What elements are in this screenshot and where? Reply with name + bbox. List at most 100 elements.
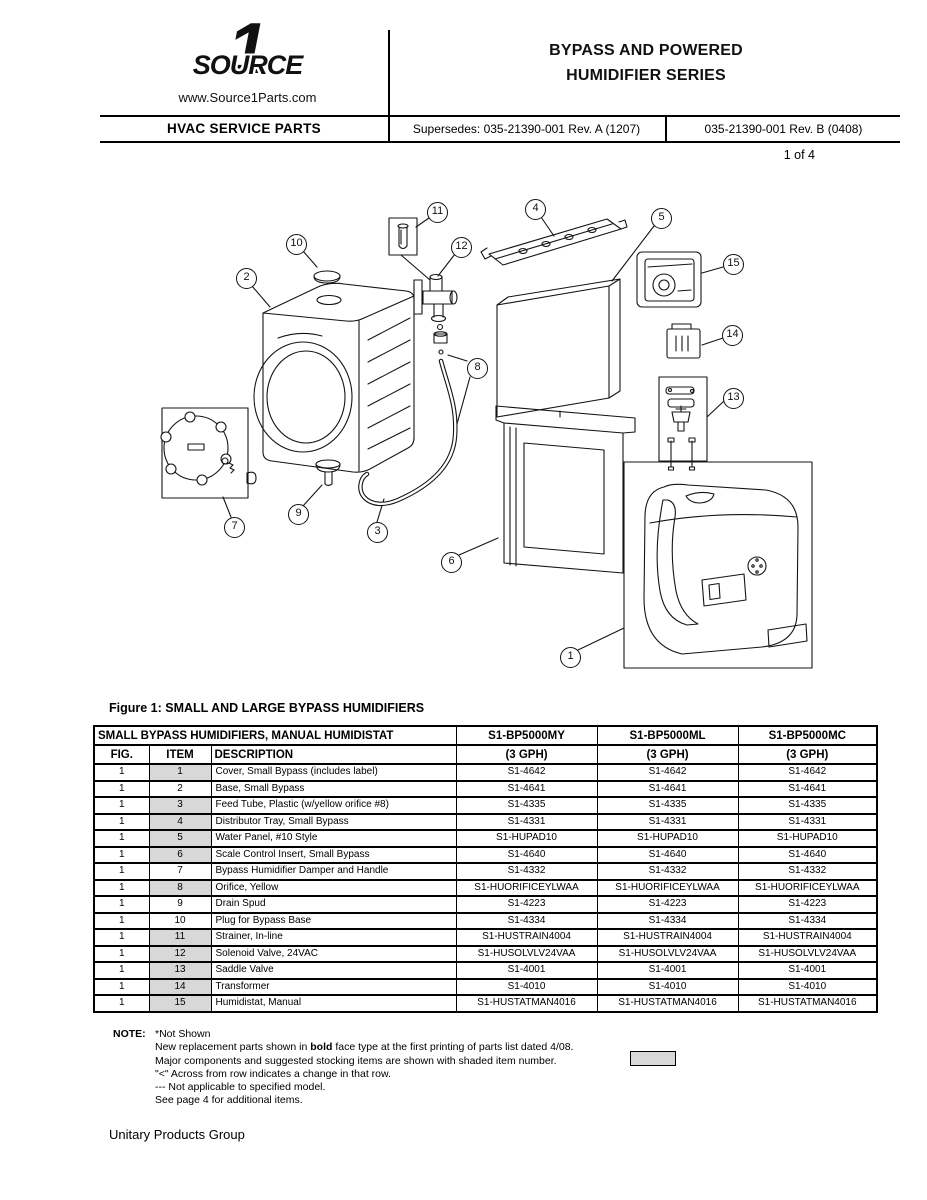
note-line-6: See page 4 for additional items. (155, 1094, 303, 1107)
description-cell: Cover, Small Bypass (includes label) (210, 763, 457, 782)
item-cell: 6 (148, 845, 212, 864)
note-line-2-pre: New replacement parts shown in (155, 1041, 311, 1054)
callout-7: 7 (224, 517, 245, 538)
part-cell: S1-HUPAD10 (455, 829, 598, 848)
part-cell: S1-4010 (455, 977, 598, 996)
group-header: SMALL BYPASS HUMIDIFIERS, MANUAL HUMIDIS… (93, 725, 457, 746)
fig-cell: 1 (93, 944, 150, 963)
logo-website: www.Source1Parts.com (178, 90, 317, 105)
drain-spud-drawing (316, 460, 340, 486)
part-cell: S1-4332 (455, 862, 598, 881)
item-cell: 9 (148, 895, 212, 914)
part-cell: S1-4331 (737, 812, 878, 831)
part-cell: S1-4223 (737, 895, 878, 914)
part-cell: S1-4001 (596, 961, 739, 980)
part-cell: S1-4331 (455, 812, 598, 831)
callout-5: 5 (651, 208, 672, 229)
gph-header-3: (3 GPH) (737, 744, 878, 765)
supersedes-label: Supersedes: 035-21390-001 Rev. A (1207) (412, 122, 641, 136)
exploded-diagram (0, 180, 927, 700)
part-cell: S1-4223 (596, 895, 739, 914)
table-sub-header-row: FIG. ITEM DESCRIPTION (3 GPH) (3 GPH) (3… (93, 744, 878, 765)
part-cell: S1-HUSTRAIN4004 (737, 928, 878, 947)
fig-cell: 1 (93, 961, 150, 980)
callout-4: 4 (525, 199, 546, 220)
title-line-2: HUMIDIFIER SERIES (566, 67, 726, 84)
part-cell: S1-4334 (455, 911, 598, 930)
humidistat-drawing (637, 252, 701, 307)
title-line-1: BYPASS AND POWERED (549, 42, 743, 59)
header-cell-divider (665, 115, 667, 143)
part-cell: S1-4010 (596, 977, 739, 996)
damper-drawing (161, 408, 256, 498)
part-cell: S1-HUPAD10 (737, 829, 878, 848)
item-cell: 1 (148, 763, 212, 782)
part-cell: S1-4641 (737, 779, 878, 798)
part-cell: S1-4335 (596, 796, 739, 815)
model-header-1: S1-BP5000MY (455, 725, 598, 746)
description-header: DESCRIPTION (210, 744, 457, 765)
part-cell: S1-HUSTRAIN4004 (596, 928, 739, 947)
part-cell: S1-HUSTATMAN4016 (596, 994, 739, 1013)
part-cell: S1-HUSTRAIN4004 (455, 928, 598, 947)
part-cell: S1-HUSOLVLV24VAA (455, 944, 598, 963)
part-cell: S1-4332 (737, 862, 878, 881)
saddle-valve-drawing (659, 377, 707, 470)
plug-drawing (314, 271, 340, 283)
callout-1: 1 (560, 647, 581, 668)
note-line-4: "<" Across from row indicates a change i… (155, 1067, 391, 1080)
callout-13: 13 (723, 388, 744, 409)
description-cell: Base, Small Bypass (210, 779, 457, 798)
note-line-2-bold: bold (310, 1041, 333, 1054)
description-cell: Drain Spud (210, 895, 457, 914)
callout-2: 2 (236, 268, 257, 289)
fig-cell: 1 (93, 895, 150, 914)
note-line-2-post: face type at the first printing of parts… (332, 1041, 574, 1054)
part-cell: S1-HUPAD10 (596, 829, 739, 848)
part-cell: S1-4334 (596, 911, 739, 930)
part-cell: S1-4335 (737, 796, 878, 815)
callout-6: 6 (441, 552, 462, 573)
solenoid-valve-drawing (414, 275, 457, 322)
document-title: BYPASS AND POWERED HUMIDIFIER SERIES (390, 38, 902, 88)
fig-cell: 1 (93, 829, 150, 848)
part-cell: S1-4641 (455, 779, 598, 798)
callout-3: 3 (367, 522, 388, 543)
figure-caption: Figure 1: SMALL AND LARGE BYPASS HUMIDIF… (109, 701, 425, 715)
header-rule-bottom (100, 141, 900, 143)
part-cell: S1-HUORIFICEYLWAA (737, 878, 878, 897)
part-cell: S1-4640 (737, 845, 878, 864)
shaded-item-sample-swatch (630, 1051, 676, 1066)
callout-11: 11 (427, 202, 448, 223)
base-housing-drawing (254, 283, 414, 472)
item-cell: 8 (148, 878, 212, 897)
fig-cell: 1 (93, 779, 150, 798)
description-cell: Scale Control Insert, Small Bypass (210, 845, 457, 864)
fig-header: FIG. (93, 744, 150, 765)
item-cell: 7 (148, 862, 212, 881)
description-cell: Strainer, In-line (210, 928, 457, 947)
part-cell: S1-4334 (737, 911, 878, 930)
description-cell: Water Panel, #10 Style (210, 829, 457, 848)
fig-cell: 1 (93, 977, 150, 996)
part-cell: S1-HUSTATMAN4016 (737, 994, 878, 1013)
note-line-5: --- Not applicable to specified model. (155, 1081, 326, 1094)
notes-block: NOTE: *Not Shown New replacement parts s… (113, 1028, 715, 1108)
item-cell: 5 (148, 829, 212, 848)
item-cell: 2 (148, 779, 212, 798)
description-cell: Saddle Valve (210, 961, 457, 980)
callout-9: 9 (288, 504, 309, 525)
gph-header-1: (3 GPH) (455, 744, 598, 765)
fig-cell: 1 (93, 812, 150, 831)
